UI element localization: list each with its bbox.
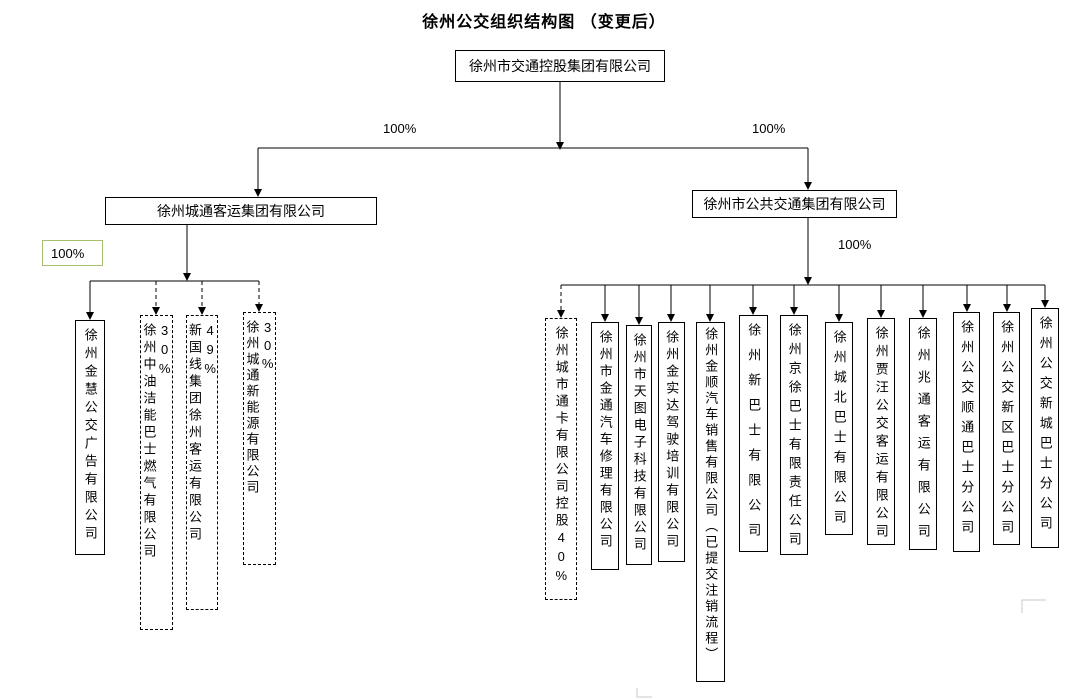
org-box-label: 徐州公交新区巴士分公司 [999,320,1015,540]
org-box-root: 徐州市交通控股集团有限公司 [455,50,665,82]
chart-title: 徐州公交组织结构图 （变更后） [422,14,666,31]
org-box-left-child-2: 徐州中油洁能巴士燃气有限公司 30% [140,315,173,630]
org-box-label: 徐州中油洁能巴士燃气有限公司 30% [141,323,173,561]
org-box-label: 徐州市天图电子科技有限公司 [631,333,647,554]
org-box-left-child-1: 徐州金慧公交广告有限公司 [75,320,105,555]
ownership-label-right-branch: 100% [838,237,872,252]
org-box-label: 徐州金实达驾驶培训有限公司 [664,330,680,551]
org-box-label: 徐州城北巴士有限公司 [831,330,847,530]
org-box-left-child-3: 新国线集团徐州客运有限公司 49% [186,315,218,610]
org-box-left-child-4: 徐州城通新能源有限公司 30% [243,312,276,565]
org-box-root-label: 徐州市交通控股集团有限公司 [469,58,651,74]
org-box-right-child-3: 徐州市天图电子科技有限公司 [626,325,652,565]
org-box-right-child-12: 徐州公交新区巴士分公司 [993,312,1020,545]
scan-artifact [1021,599,1046,613]
ownership-label-left-branch: 100% [42,240,103,266]
org-box-label: 徐州公交新城巴士分公司 [1037,316,1053,536]
org-box-right-child-8: 徐州城北巴士有限公司 [825,322,853,535]
org-box-right-child-13: 徐州公交新城巴士分公司 [1031,308,1059,548]
org-box-label: 徐州兆通客运有限公司 [915,326,931,546]
org-box-right-child-5: 徐州金顺汽车销售有限公司（已提交注销流程） [696,322,725,682]
org-box-label: 徐州金顺汽车销售有限公司（已提交注销流程） [703,327,719,663]
org-box-label: 徐州公交顺通巴士分公司 [959,320,975,540]
ownership-label-root-right: 100% [752,121,786,136]
org-box-right-child-11: 徐州公交顺通巴士分公司 [953,312,980,552]
org-box-right-child-7: 徐州京徐巴士有限责任公司 [780,315,808,555]
org-box-left-branch-label: 徐州城通客运集团有限公司 [157,203,325,219]
org-box-label: 徐州金慧公交广告有限公司 [82,328,98,544]
org-box-right-child-2: 徐州市金通汽车修理有限公司 [591,322,619,570]
org-box-right-child-6: 徐州新巴士有限公司 [739,315,768,552]
org-box-label: 徐州城通新能源有限公司 30% [244,320,276,496]
org-box-left-branch: 徐州城通客运集团有限公司 [105,197,377,225]
scan-artifact [636,688,652,698]
org-box-right-child-1: 徐州城市通卡有限公司控股40% [545,318,577,600]
org-box-right-child-10: 徐州兆通客运有限公司 [909,318,937,550]
org-box-label: 徐州京徐巴士有限责任公司 [786,323,802,551]
org-box-right-child-9: 徐州贾汪公交客运有限公司 [867,318,895,545]
org-box-label: 徐州贾汪公交客运有限公司 [873,326,889,542]
ownership-label-root-left: 100% [383,121,417,136]
org-box-label: 新国线集团徐州客运有限公司 49% [187,323,218,544]
org-box-right-branch: 徐州市公共交通集团有限公司 [692,190,897,218]
org-box-label: 徐州市金通汽车修理有限公司 [597,330,613,551]
org-box-right-branch-label: 徐州市公共交通集团有限公司 [703,196,886,212]
org-box-label: 徐州城市通卡有限公司控股40% [553,326,569,587]
org-box-right-child-4: 徐州金实达驾驶培训有限公司 [658,322,685,562]
org-box-label: 徐州新巴士有限公司 [746,323,762,548]
